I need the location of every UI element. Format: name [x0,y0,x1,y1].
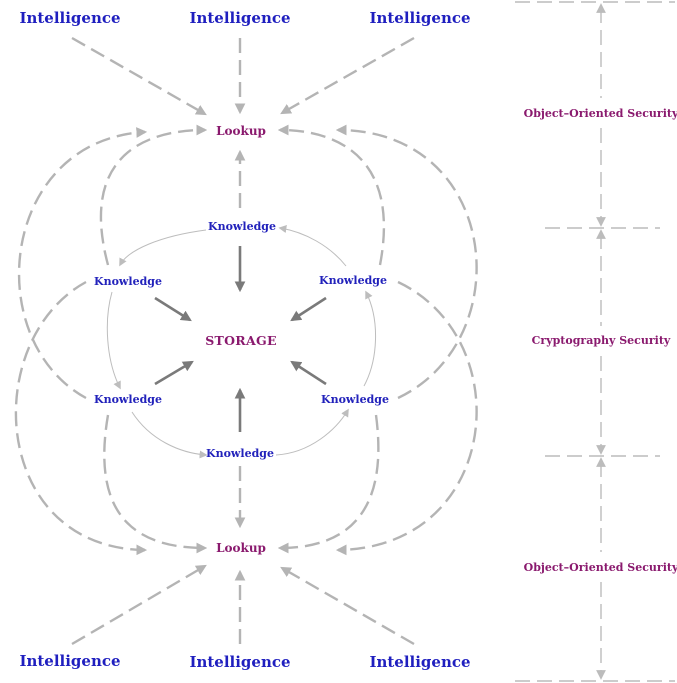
ring-lower-left-to-bottom [131,411,208,459]
knowledge-to-storage-arrows [154,246,327,432]
lookup-bottom: Lookup [216,541,266,555]
knowledge-to-lookup-arcs [14,124,478,556]
intelligence-bottom-left: Intelligence [19,652,120,670]
arc-inner-right-down [277,414,380,554]
security-bottom-bg [524,558,677,576]
knowledge-top: Knowledge [208,220,276,233]
ring-right-to-top [278,225,347,267]
arc-inner-right-up [277,124,386,266]
arrow-intel-bottom-right [280,566,415,646]
ring-lower-right-to-right [363,290,377,387]
knowledge-lower-left: Knowledge [94,393,162,406]
security-label-top: Object–Oriented Security [524,107,677,120]
security-middle-bg [530,331,672,349]
lookup-top: Lookup [216,124,266,138]
security-guide [515,1,675,682]
labels: Intelligence Intelligence Intelligence I… [19,9,677,671]
security-label-bottom: Object–Oriented Security [524,561,677,574]
arc-outer-right-down [335,280,478,556]
knowledge-ring-arrows [106,225,377,459]
ring-top-to-left [119,229,207,267]
arrow-intel-top-right [280,36,415,115]
arrow-k-lower-left-storage [154,360,194,386]
intelligence-to-lookup-top-arrows [71,36,415,116]
arc-outer-left-up [17,127,148,400]
arrow-k-left-storage [154,296,192,322]
ring-left-to-lower-left [106,291,121,390]
intelligence-top-right: Intelligence [369,9,470,27]
knowledge-upper-left: Knowledge [94,275,162,288]
intelligence-to-lookup-bottom-arrows [71,564,415,646]
knowledge-bottom: Knowledge [206,447,274,460]
arc-outer-left-down [14,280,148,556]
intelligence-bottom-center: Intelligence [189,653,290,671]
arrow-intel-bottom-left [71,564,207,646]
intelligence-bottom-right: Intelligence [369,653,470,671]
ring-bottom-to-lower-right [275,408,349,456]
intelligence-top-center: Intelligence [189,9,290,27]
security-label-middle: Cryptography Security [532,334,671,347]
arc-outer-right-up [335,124,478,400]
arc-inner-left-down [103,414,208,554]
intelligence-top-left: Intelligence [19,9,120,27]
arrow-intel-top-left [71,36,207,116]
arrow-k-right-storage [290,296,327,322]
security-top-bg [524,104,677,122]
arrow-k-lower-right-storage [290,360,327,386]
knowledge-upper-right: Knowledge [319,274,387,287]
arc-inner-left-up [99,124,208,266]
knowledge-lower-right: Knowledge [321,393,389,406]
storage-node: STORAGE [205,333,277,348]
